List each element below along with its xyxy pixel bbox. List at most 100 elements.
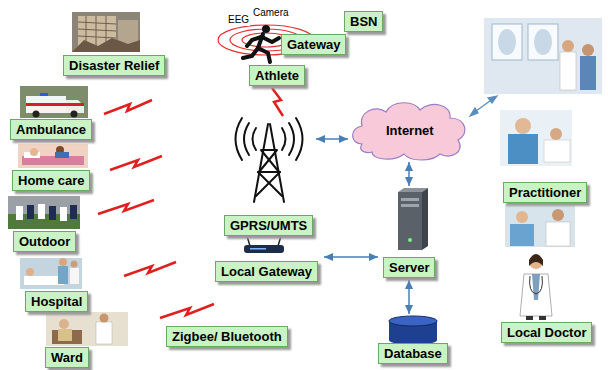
outdoor-photo xyxy=(60,207,67,221)
wireless-bolt xyxy=(160,304,214,318)
runner-head xyxy=(262,25,270,33)
doctors-photo xyxy=(534,29,552,55)
node-label: Local Gateway xyxy=(215,261,318,282)
doctor-figure xyxy=(530,276,543,294)
practitioner-photo xyxy=(515,118,531,134)
practitioner-photo xyxy=(550,128,562,140)
node-label: Zigbee/ Bluetooth xyxy=(172,329,282,344)
disaster-photo xyxy=(72,12,140,52)
node-label: Internet xyxy=(386,123,434,138)
doctor-figure xyxy=(526,316,533,320)
label-box: Home care xyxy=(12,170,90,191)
tower-symbol xyxy=(258,171,280,173)
outdoor-photo xyxy=(27,205,77,220)
tower-symbol xyxy=(282,128,286,150)
homecare-photo xyxy=(18,144,88,168)
doctors-photo xyxy=(582,44,594,56)
runner xyxy=(247,37,261,46)
ward-photo xyxy=(52,330,82,344)
homecare-photo xyxy=(30,148,38,156)
hospital-photo xyxy=(58,266,68,284)
runner xyxy=(243,34,279,62)
ambulance-photo xyxy=(71,111,78,118)
doctor-figure xyxy=(539,316,546,320)
node-label: Outdoor xyxy=(19,234,70,249)
cloud-node: Internet xyxy=(348,98,472,162)
patient-photo xyxy=(505,205,575,247)
icon-node: Database xyxy=(374,314,452,366)
node-label: Ward xyxy=(51,350,83,365)
ward-photo xyxy=(46,312,128,346)
router-icon xyxy=(244,236,284,253)
ward-photo xyxy=(58,329,72,341)
doctor-figure xyxy=(529,255,543,269)
disaster-photo xyxy=(72,38,140,52)
router-icon xyxy=(244,245,284,253)
label-box: Zigbee/ Bluetooth xyxy=(166,326,288,347)
server-icon xyxy=(401,204,419,207)
practitioner-photo xyxy=(544,140,570,162)
practitioner-photo xyxy=(500,110,572,166)
wireless-bolt xyxy=(98,200,154,214)
patient-photo xyxy=(516,211,528,223)
internet-link xyxy=(470,96,497,116)
doctors-photo xyxy=(484,18,602,94)
patient-photo xyxy=(505,205,575,247)
connector xyxy=(316,138,348,140)
doctors-photo xyxy=(528,24,558,60)
tower-symbol xyxy=(256,172,280,196)
hospital-photo xyxy=(59,258,67,266)
doctors-photo xyxy=(580,56,596,90)
disaster-photo xyxy=(72,12,140,52)
tower-symbol xyxy=(259,150,277,172)
ward-photo xyxy=(96,322,112,344)
patient-photo xyxy=(552,209,564,221)
node-label: Local Doctor xyxy=(507,325,586,340)
doctors-photo xyxy=(492,24,522,60)
connector xyxy=(408,162,410,186)
tower-symbol xyxy=(262,149,276,151)
practitioner-photo xyxy=(500,110,572,166)
tower-symbol xyxy=(253,128,257,150)
server-icon xyxy=(408,238,412,242)
tower-symbol xyxy=(244,123,249,155)
tower-symbol xyxy=(236,118,303,202)
node-label: Athlete xyxy=(255,68,299,83)
tower-symbol xyxy=(258,172,282,196)
sensor-label: Camera xyxy=(252,7,290,19)
database-cylinder xyxy=(389,316,437,345)
internet-link xyxy=(488,96,497,103)
doctors-photo xyxy=(484,18,602,94)
server-icon xyxy=(398,192,422,250)
internet-link xyxy=(470,108,478,116)
outdoor-photo xyxy=(38,204,45,219)
tower-symbol xyxy=(236,118,243,160)
ward-photo xyxy=(59,319,69,329)
hospital-photo xyxy=(71,261,78,268)
ward-photo xyxy=(100,314,109,323)
cloud-shape xyxy=(353,103,465,160)
connector xyxy=(324,256,378,258)
disaster-photo xyxy=(78,22,116,24)
patient-photo xyxy=(510,224,534,246)
runner xyxy=(243,48,258,58)
node-label: BSN xyxy=(350,14,377,29)
server-icon xyxy=(398,188,428,250)
outdoor-photo xyxy=(16,204,67,221)
doctor-figure xyxy=(520,254,552,320)
doctors-photo xyxy=(498,29,516,55)
node-label: Gateway xyxy=(287,37,340,52)
label-box: Ward xyxy=(45,347,89,368)
icon-node: Local Gateway xyxy=(210,234,324,284)
doctor-figure xyxy=(529,254,543,266)
runner xyxy=(262,37,279,42)
tower-symbol xyxy=(296,118,303,160)
database-cylinder xyxy=(389,316,437,326)
ambulance-photo xyxy=(26,103,84,106)
node-label: Ambulance xyxy=(16,122,86,137)
server-icon xyxy=(401,198,419,201)
disaster-photo xyxy=(78,36,116,38)
homecare-photo xyxy=(18,144,88,168)
icon-node: GPRS/UMTS xyxy=(221,116,316,238)
doctor-figure xyxy=(520,274,552,316)
